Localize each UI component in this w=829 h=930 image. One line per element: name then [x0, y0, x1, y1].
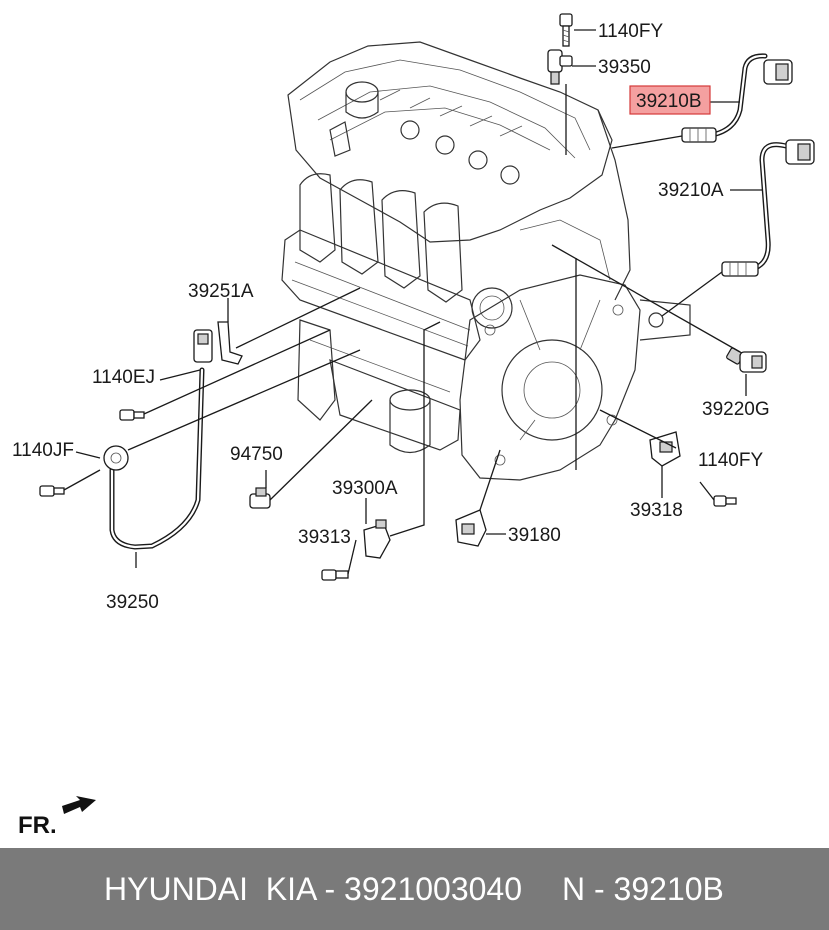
bolt-1140fy-right-icon: [713, 495, 737, 507]
sensor-39180-icon: [455, 509, 487, 547]
label-1140fy-right: 1140FY: [698, 450, 763, 471]
label-39313: 39313: [298, 527, 351, 548]
label-1140ej: 1140EJ: [92, 367, 155, 388]
temp-sensor-39220g-icon: [726, 347, 767, 373]
knock-sensor-39250-icon: [103, 367, 205, 550]
label-39251a: 39251A: [188, 281, 254, 302]
crank-sensor-39300a-icon: [363, 519, 391, 559]
engine-sensor-diagram: 1140FY 39350 39210B 39210A 39251A 1140EJ…: [12, 13, 815, 839]
sensor-39350-icon: [547, 49, 573, 85]
label-39300a: 39300A: [332, 478, 398, 499]
part-number-footer: HYUNDAI KIA - 3921003040 N - 39210B: [0, 848, 829, 930]
label-39220g: 39220G: [702, 399, 770, 420]
label-39180: 39180: [508, 525, 561, 546]
oxygen-sensor-39210b-icon: [681, 53, 793, 143]
label-39318: 39318: [630, 500, 683, 521]
label-39350: 39350: [598, 57, 651, 78]
label-1140jf: 1140JF: [12, 440, 74, 461]
front-arrow-icon: [62, 796, 96, 814]
oxygen-sensor-39210a-icon: [721, 139, 815, 277]
sensor-39318-icon: [649, 431, 681, 467]
label-39250: 39250: [106, 592, 159, 613]
engine-illustration: [281, 41, 691, 481]
label-39210b: 39210B: [636, 91, 702, 112]
label-39210a: 39210A: [658, 180, 724, 201]
leader-lines: [63, 29, 762, 575]
bolt-1140fy-top-icon: [559, 13, 573, 47]
footer-part-text: N - 39210B: [562, 871, 724, 907]
label-94750: 94750: [230, 444, 283, 465]
bolt-1140ej-icon: [119, 409, 145, 421]
oil-switch-94750-icon: [249, 487, 271, 509]
bolt-1140jf-icon: [39, 485, 65, 497]
label-1140fy-top: 1140FY: [598, 21, 663, 42]
callout-labels: 1140FY 39350 39210B 39210A 39251A 1140EJ…: [12, 21, 770, 613]
front-orientation-marker: FR.: [18, 796, 96, 839]
front-label: FR.: [18, 812, 57, 839]
label-39210b-highlight: [629, 85, 711, 115]
bolt-39313-icon: [321, 569, 349, 581]
bracket-39251a-icon: [193, 321, 243, 365]
footer-brand-text: HYUNDAI KIA - 3921003040: [104, 871, 523, 907]
